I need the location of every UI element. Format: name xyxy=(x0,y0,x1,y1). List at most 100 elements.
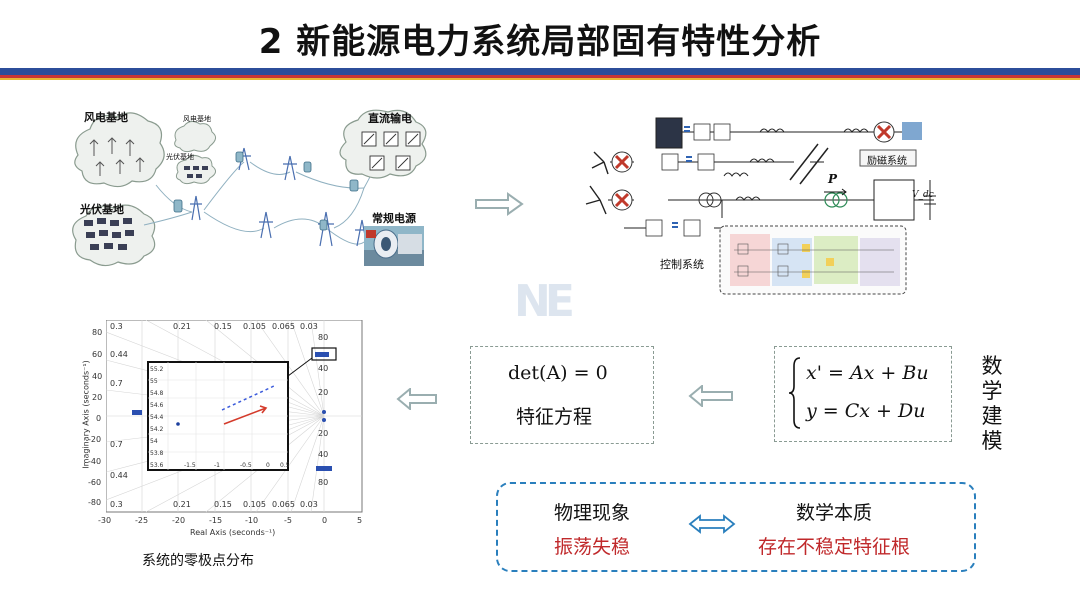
grid-building-image xyxy=(902,122,922,140)
inset-x-tick-4: 0.5 xyxy=(280,462,290,469)
y-tick-0: 80 xyxy=(92,328,103,337)
right-tick-5: 40 xyxy=(318,450,329,459)
header-band-blue xyxy=(0,68,1080,75)
y-tick-1: 60 xyxy=(92,350,103,359)
conventional-plant-image xyxy=(364,226,424,266)
math-essence-label: 数学本质 xyxy=(796,502,873,524)
state-equation-1: x' = Ax + Bu xyxy=(806,362,929,384)
damping-bottom-3: 0.105 xyxy=(243,500,266,509)
math-modeling-label: 数学建模 xyxy=(981,354,1003,453)
damping-top-1: 0.21 xyxy=(173,322,191,331)
inset-y-tick-2: 54.8 xyxy=(150,390,164,397)
transformer-icon xyxy=(698,192,722,208)
damping-left-2: 0.7 xyxy=(110,440,123,449)
generator-icons xyxy=(611,121,895,211)
circuit-diagram xyxy=(585,117,936,295)
inset-pole-point xyxy=(176,422,180,426)
power-grid-diagram xyxy=(72,109,427,267)
inset-x-tick-0: -1.5 xyxy=(184,462,196,469)
wind-blade-icons xyxy=(585,151,609,215)
arrow-left-icon xyxy=(396,388,437,410)
inset-y-tick-4: 54.4 xyxy=(150,414,164,421)
inset-y-tick-7: 53.8 xyxy=(150,450,164,457)
double-arrow-icon xyxy=(688,514,736,534)
damping-bottom-0: 0.3 xyxy=(110,500,123,509)
y-axis-label: Imaginary Axis (seconds⁻¹) xyxy=(81,360,91,469)
header-band-yellow xyxy=(0,78,1080,80)
inset-x-tick-1: -1 xyxy=(214,462,220,469)
excitation-box xyxy=(859,149,917,167)
y-tick-3: 20 xyxy=(92,393,103,402)
damping-left-3: 0.44 xyxy=(110,471,128,480)
small-wind-label: 风电基地 xyxy=(183,115,211,123)
x-tick-5: -5 xyxy=(284,516,292,525)
det-equation: det(A) = 0 xyxy=(508,362,608,384)
y-tick-8: -80 xyxy=(88,498,102,507)
right-tick-2: 40 xyxy=(318,364,329,373)
oscillation-instability-label: 振荡失稳 xyxy=(554,536,631,558)
y-tick-6: -40 xyxy=(88,457,102,466)
physical-phenomenon-label: 物理现象 xyxy=(554,502,631,524)
x-tick-4: -10 xyxy=(245,516,259,525)
pole-zero-plot xyxy=(106,320,363,513)
p-label: P xyxy=(828,172,838,186)
wind-base-label: 风电基地 xyxy=(84,111,128,124)
y-tick-2: 40 xyxy=(92,372,103,381)
inset-y-tick-3: 54.6 xyxy=(150,402,164,409)
inset-x-tick-3: 0 xyxy=(266,462,270,469)
dc-transmission-label: 直流输电 xyxy=(368,112,412,125)
state-space-box xyxy=(774,346,952,442)
conventional-power-label: 常规电源 xyxy=(372,212,416,225)
control-system-label: 控制系统 xyxy=(660,258,704,271)
right-tick-7: 80 xyxy=(318,478,329,487)
characteristic-equation-label: 特征方程 xyxy=(516,406,593,428)
inset-y-tick-5: 54.2 xyxy=(150,426,164,433)
slide-title: 2 新能源电力系统局部固有特性分析 xyxy=(258,22,822,62)
pv-panel-icon xyxy=(655,117,683,149)
pole-markers xyxy=(132,352,332,471)
small-wind-cloud xyxy=(174,120,216,153)
transformer-icons xyxy=(173,151,359,231)
vdc-label: V_dc xyxy=(912,190,934,200)
zoom-connector xyxy=(287,357,313,377)
pole-plot-caption: 系统的零极点分布 xyxy=(142,553,254,569)
x-tick-7: 5 xyxy=(357,516,363,525)
damping-bottom-4: 0.065 xyxy=(272,500,295,509)
capacitor-icons xyxy=(672,126,692,228)
arrow-left-icon-2 xyxy=(688,385,733,407)
inset-y-tick-1: 55 xyxy=(150,378,158,385)
damping-bottom-2: 0.15 xyxy=(214,500,232,509)
characteristic-equation-box xyxy=(470,346,654,444)
x-axis-label: Real Axis (seconds⁻¹) xyxy=(190,528,276,537)
x-tick-3: -15 xyxy=(209,516,223,525)
wind-base-cloud xyxy=(74,112,165,188)
unstable-eigen-label: 存在不稳定特征根 xyxy=(758,536,911,558)
header-band-red xyxy=(0,75,1080,78)
pv-panel-icons xyxy=(84,218,134,250)
damping-top-0: 0.3 xyxy=(110,322,123,331)
x-tick-2: -20 xyxy=(172,516,186,525)
inset-grid xyxy=(148,362,288,470)
inset-y-tick-8: 53.6 xyxy=(150,462,164,469)
y-tick-5: -20 xyxy=(88,435,102,444)
wind-turbine-icons xyxy=(89,137,145,176)
brace-icon xyxy=(788,357,801,429)
converter-icons xyxy=(361,131,421,171)
tower-icons xyxy=(190,147,369,247)
damping-top-3: 0.105 xyxy=(243,322,266,331)
small-pv-label: 光伏基地 xyxy=(166,153,194,161)
pv-base-label: 光伏基地 xyxy=(80,203,124,216)
x-tick-6: 0 xyxy=(322,516,328,525)
right-tick-4: 20 xyxy=(318,429,329,438)
arrow-right-icon xyxy=(475,192,524,216)
summary-box xyxy=(496,482,976,572)
inductor-icons xyxy=(723,128,869,201)
damping-bottom-5: 0.03 xyxy=(300,500,318,509)
x-tick-1: -25 xyxy=(135,516,149,525)
inset-x-tick-2: -0.5 xyxy=(240,462,252,469)
y-tick-7: -60 xyxy=(88,478,102,487)
trend-arrow-icon xyxy=(223,405,268,425)
inset-y-tick-6: 54 xyxy=(150,438,158,445)
damping-top-4: 0.065 xyxy=(272,322,295,331)
zoom-source-box xyxy=(311,347,337,361)
